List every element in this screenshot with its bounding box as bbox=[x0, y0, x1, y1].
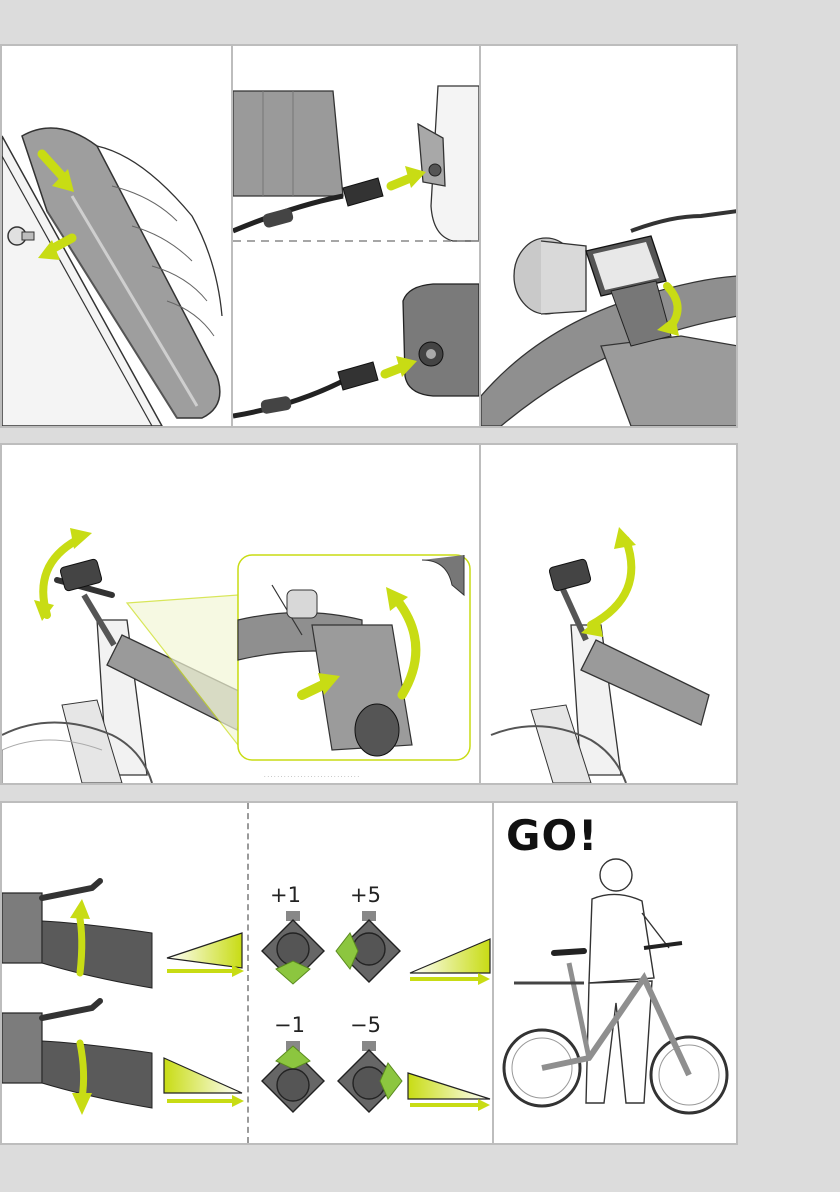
zoom-callout bbox=[238, 555, 470, 760]
assist-controller-cell: +1 +5 −1 −5 bbox=[250, 803, 492, 1143]
battery-insert-illustration bbox=[2, 46, 231, 426]
step-row-3-panel: +1 +5 −1 −5 bbox=[0, 801, 738, 1145]
connector-illustration bbox=[233, 46, 479, 426]
minus-one-button-icon bbox=[262, 1041, 324, 1112]
brake-lever-illustration bbox=[2, 803, 248, 1143]
motor-cable-icon bbox=[233, 362, 378, 416]
minus-five-button-icon bbox=[338, 1041, 402, 1112]
step-row-1-panel bbox=[0, 44, 738, 428]
drive-unit-icon bbox=[403, 284, 479, 396]
dashed-divider bbox=[247, 803, 249, 1143]
plus-five-button-icon bbox=[336, 911, 400, 982]
handlebar-rotate-illustration bbox=[481, 445, 738, 783]
rider-with-bike-icon bbox=[504, 859, 727, 1113]
headlight-icon bbox=[514, 238, 586, 314]
go-cell: GO! bbox=[494, 803, 738, 1143]
lower-lever-icon bbox=[2, 1001, 152, 1108]
step-row-2-panel: . . . . . . . . . . . . . . . . . . . . … bbox=[0, 443, 738, 785]
bike-front-icon bbox=[491, 558, 709, 783]
stem-adjust-illustration: . . . . . . . . . . . . . . . . . . . . … bbox=[2, 445, 479, 783]
footnote-text: . . . . . . . . . . . . . . . . . . . . … bbox=[264, 773, 359, 779]
display-mount-illustration bbox=[481, 46, 738, 426]
connect-arrow-icon bbox=[391, 166, 426, 188]
plus-one-button-icon bbox=[262, 911, 324, 984]
